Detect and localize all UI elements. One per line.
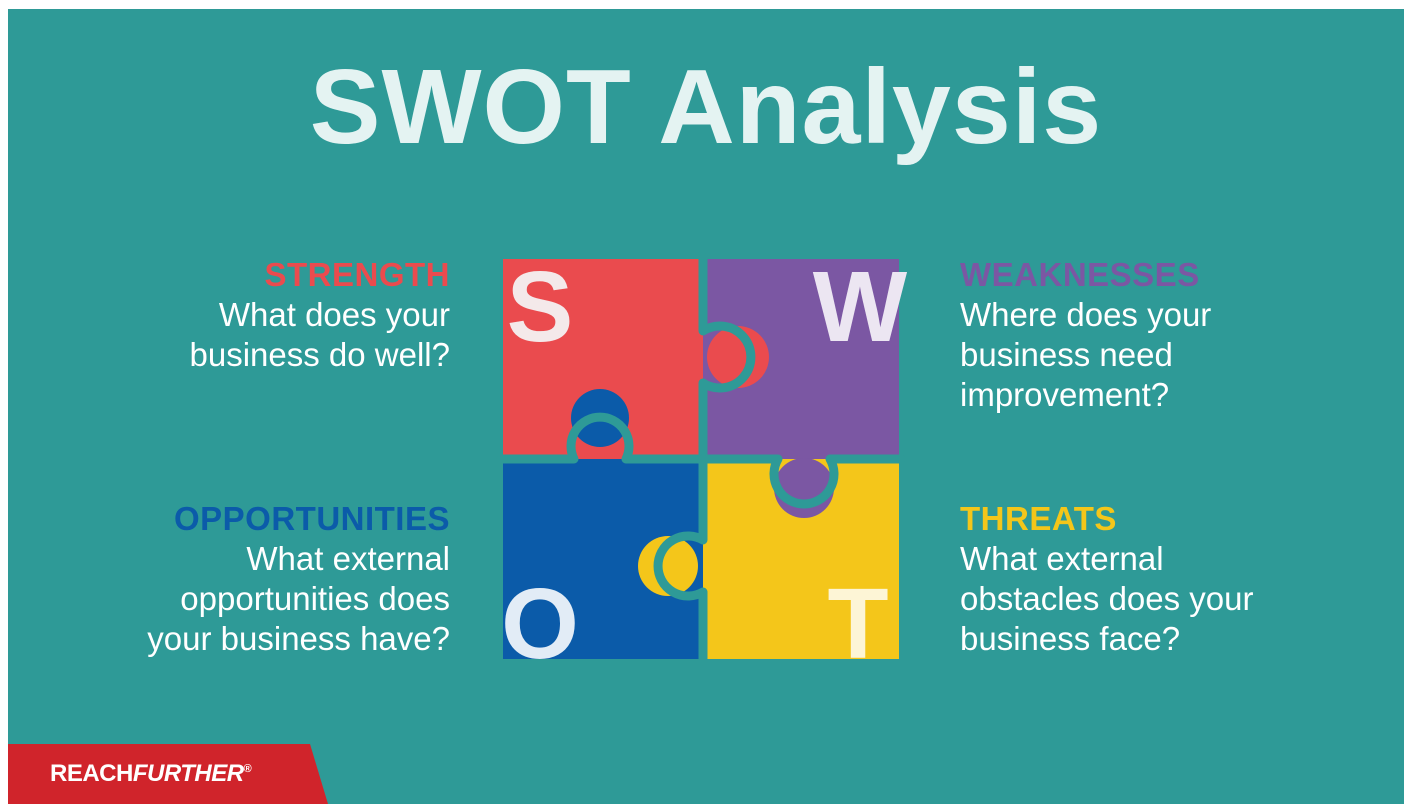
- weaknesses-heading: WEAKNESSES: [960, 256, 1200, 293]
- opportunities-line-3: your business have?: [147, 620, 450, 657]
- strength-line-2: business do well?: [189, 336, 451, 373]
- weaknesses-line-2: business need: [960, 336, 1173, 373]
- threats-line-1: What external: [960, 540, 1164, 577]
- threat-knob: [638, 536, 698, 596]
- strength-letter: S: [507, 251, 574, 363]
- swot-puzzle: S W O T: [488, 245, 928, 680]
- logo-part-2: FURTHER: [132, 760, 244, 787]
- weaknesses-line-3: improvement?: [960, 376, 1170, 413]
- threats-block: THREATS What external obstacles does you…: [960, 499, 1380, 659]
- opportunities-line-1: What external: [246, 540, 450, 577]
- opportunities-block: OPPORTUNITIES What external opportunitie…: [48, 499, 450, 659]
- strength-block: STRENGTH What does your business do well…: [48, 255, 451, 375]
- strength-knob: [707, 326, 769, 388]
- logo-part-1: REACH: [50, 760, 133, 787]
- opportunity-letter: O: [501, 568, 579, 675]
- logo-registered-mark: ®: [243, 763, 252, 775]
- swot-puzzle-graphic: S W O T: [496, 251, 908, 680]
- threats-line-3: business face?: [960, 620, 1181, 657]
- weakness-knob: [774, 458, 834, 518]
- weakness-letter: W: [813, 251, 908, 363]
- reachfurther-logo: REACHFURTHER®: [8, 744, 338, 804]
- weaknesses-line-1: Where does your: [960, 296, 1212, 333]
- puzzle-seams: [496, 252, 906, 666]
- swot-slide: SWOT Analysis STRENGTH What does your bu…: [8, 9, 1404, 804]
- threats-line-2: obstacles does your: [960, 580, 1254, 617]
- opportunities-heading: OPPORTUNITIES: [173, 500, 450, 537]
- threats-heading: THREATS: [960, 500, 1117, 537]
- weaknesses-block: WEAKNESSES Where does your business need…: [960, 255, 1380, 415]
- opportunities-line-2: opportunities does: [180, 580, 450, 617]
- strength-heading: STRENGTH: [264, 256, 450, 293]
- threat-letter: T: [827, 568, 888, 675]
- strength-line-1: What does your: [218, 296, 450, 333]
- page-title: SWOT Analysis: [309, 48, 1103, 166]
